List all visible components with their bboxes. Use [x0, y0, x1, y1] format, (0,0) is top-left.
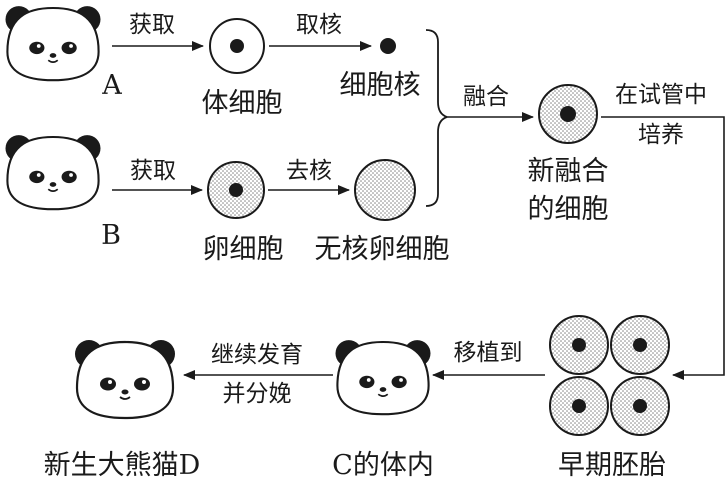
develop-label-line1: 继续发育: [211, 342, 303, 368]
nucleus-icon: [380, 38, 396, 54]
panda-a-label: A: [102, 70, 122, 101]
egg-cell-icon: [207, 161, 265, 219]
fused-cell-label-line2: 的细胞: [527, 194, 609, 225]
merge-brace: [425, 29, 450, 207]
enucleated-egg-icon: [354, 159, 416, 221]
panda-a-icon: [4, 5, 102, 82]
obtain-b-label: 获取: [130, 158, 176, 184]
nucleus-label: 细胞核: [339, 70, 421, 101]
early-embryo-label: 早期胚胎: [558, 450, 666, 481]
panda-d-icon: [73, 338, 177, 420]
new-panda-label: 新生大熊猫D: [43, 450, 201, 481]
develop-label-line2: 并分娩: [222, 381, 292, 407]
panda-b-label: B: [101, 220, 121, 251]
culture-label-line2: 培养: [638, 122, 684, 148]
body-cell-icon: [209, 18, 265, 74]
fused-cell-icon: [538, 84, 598, 144]
egg-cell-label: 卵细胞: [202, 234, 284, 265]
early-embryo-icon: [549, 315, 670, 436]
panda-b-icon: [4, 134, 102, 211]
remove-nucleus-label: 去核: [286, 158, 332, 184]
obtain-a-label: 获取: [129, 12, 175, 38]
panda-c-icon: [334, 339, 432, 416]
take-nucleus-label: 取核: [296, 12, 342, 38]
fused-cell-label-line1: 新融合: [527, 156, 609, 187]
fuse-label: 融合: [463, 84, 509, 110]
body-cell-label: 体细胞: [201, 88, 283, 119]
culture-label-line1: 在试管中: [615, 82, 707, 108]
transplant-label: 移植到: [453, 340, 523, 366]
enucleated-egg-label: 无核卵细胞: [314, 234, 450, 265]
inside-c-label: C的体内: [332, 450, 434, 481]
